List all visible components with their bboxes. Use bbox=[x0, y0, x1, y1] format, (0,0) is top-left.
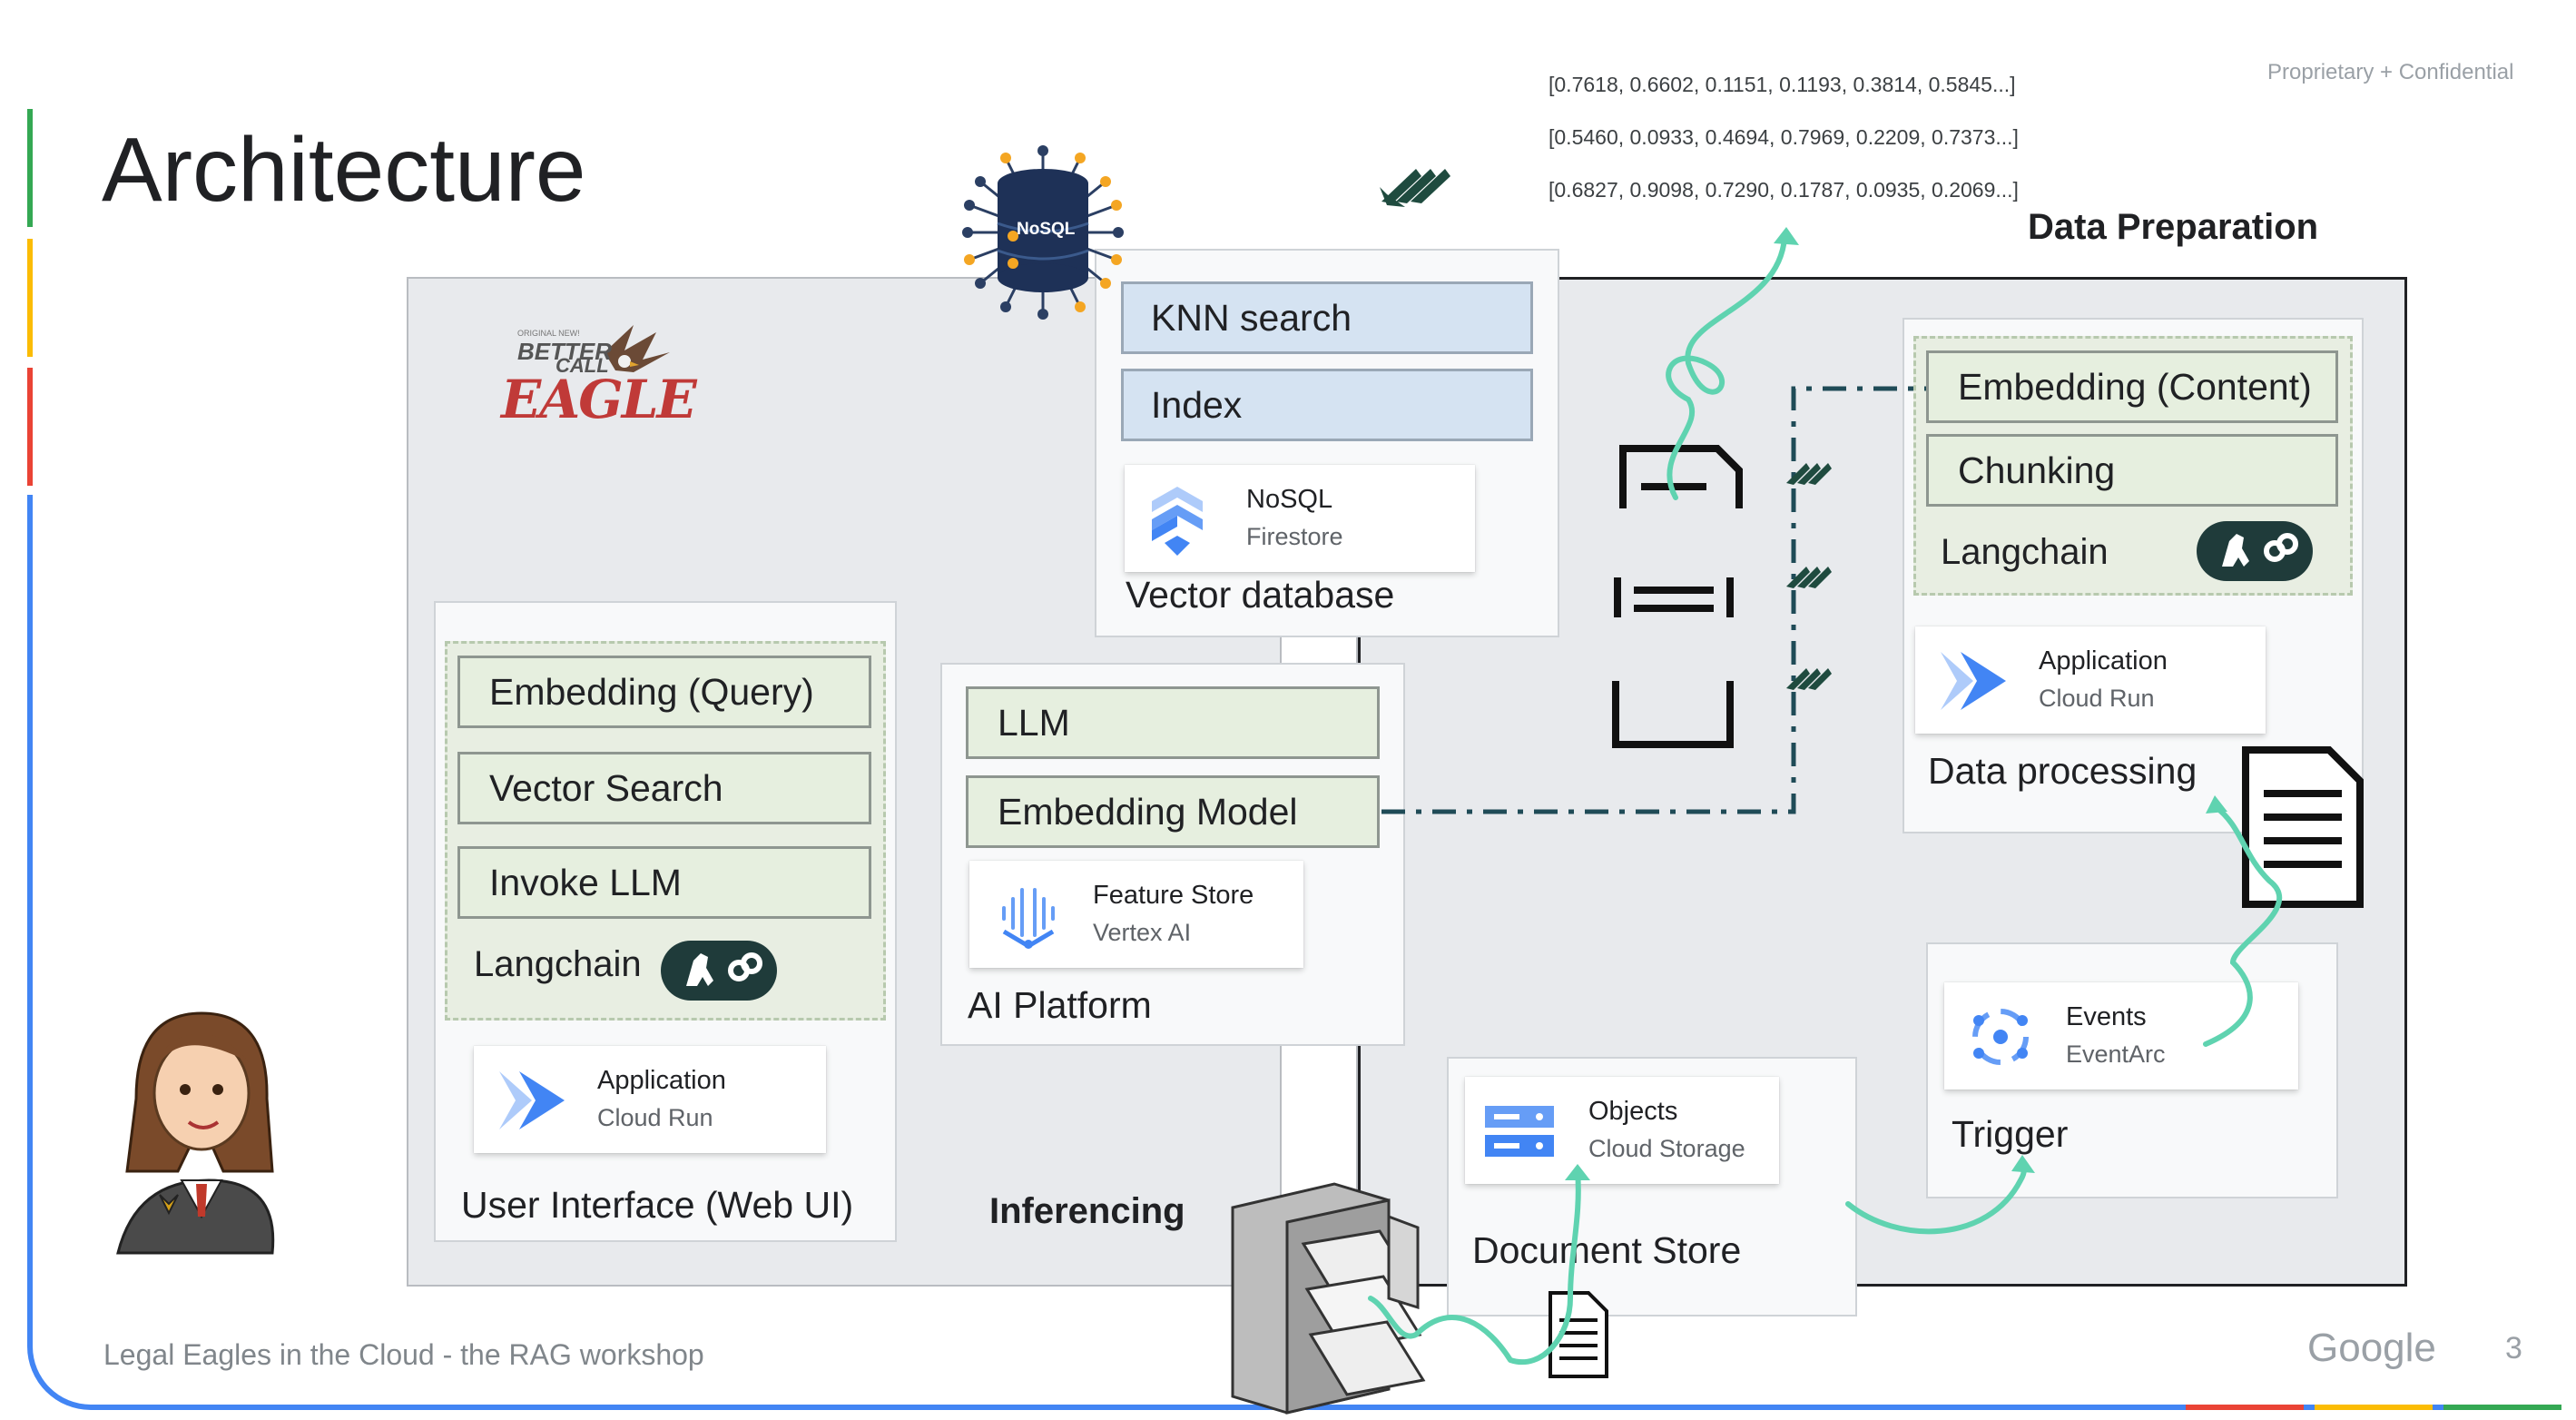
logo-line4: EAGLE bbox=[501, 369, 697, 430]
page-title: Architecture bbox=[102, 119, 586, 221]
langchain-icon bbox=[686, 952, 762, 986]
embedding-content-box: Embedding (Content) bbox=[1926, 350, 2338, 423]
accent-bottom-green bbox=[2443, 1405, 2561, 1410]
langchain-icon bbox=[2222, 533, 2298, 567]
accent-bar-red bbox=[27, 368, 33, 486]
cloud-storage-card: Objects Cloud Storage bbox=[1465, 1077, 1779, 1184]
document-store-label: Document Store bbox=[1472, 1229, 1742, 1271]
chevron-icon bbox=[1380, 169, 1450, 207]
feature-store-title: Feature Store bbox=[1093, 881, 1254, 910]
logo-line3: CALL bbox=[556, 354, 609, 377]
dp-cloud-run-subtitle: Cloud Run bbox=[2039, 685, 2155, 712]
accent-bottom-yellow bbox=[2315, 1405, 2433, 1410]
ui-langchain-pill bbox=[661, 941, 777, 1001]
logo-line2: BETTER bbox=[517, 338, 612, 365]
footer-text: Legal Eagles in the Cloud - the RAG work… bbox=[103, 1338, 704, 1371]
inferencing-label: Inferencing bbox=[989, 1191, 1185, 1231]
data-preparation-label: Data Preparation bbox=[2028, 207, 2319, 247]
chunking-box: Chunking bbox=[1926, 434, 2338, 507]
user-interface-label: User Interface (Web UI) bbox=[461, 1184, 854, 1226]
cloud-run-icon bbox=[1941, 652, 2006, 710]
page-number: 3 bbox=[2505, 1331, 2522, 1366]
better-call-eagle-logo: ORIGINAL NEW! BETTER CALL EAGLE bbox=[497, 316, 697, 430]
cloud-run-icon bbox=[499, 1071, 565, 1129]
feature-store-card: Feature Store Vertex AI bbox=[969, 861, 1303, 968]
vector-line-1: [0.7618, 0.6602, 0.1151, 0.1193, 0.3814,… bbox=[1549, 73, 2016, 96]
dp-cloud-run-card: Application Cloud Run bbox=[1915, 626, 2266, 734]
eventarc-title: Events bbox=[2066, 1002, 2147, 1031]
dp-cloud-run-title: Application bbox=[2039, 646, 2168, 675]
eventarc-subtitle: EventArc bbox=[2066, 1040, 2166, 1068]
llm-box: LLM bbox=[966, 686, 1380, 759]
dp-langchain-label: Langchain bbox=[1941, 532, 2109, 572]
ui-langchain-label: Langchain bbox=[474, 944, 642, 984]
data-processing-label: Data processing bbox=[1928, 750, 2197, 792]
firestore-title: NoSQL bbox=[1246, 485, 1333, 514]
accent-bar-green bbox=[27, 109, 33, 227]
vector-line-2: [0.5460, 0.0933, 0.4694, 0.7969, 0.2209,… bbox=[1549, 125, 2019, 149]
google-logo: Google bbox=[2307, 1326, 2436, 1370]
eventarc-icon bbox=[1972, 1009, 2029, 1065]
arrowhead-up bbox=[1774, 227, 1799, 245]
cloud-storage-subtitle: Cloud Storage bbox=[1588, 1135, 1745, 1162]
cloud-storage-title: Objects bbox=[1588, 1097, 1678, 1126]
index-box: Index bbox=[1121, 369, 1533, 441]
trigger-label: Trigger bbox=[1952, 1113, 2069, 1155]
knn-search-box: KNN search bbox=[1121, 281, 1533, 354]
nosql-badge-text: NoSQL bbox=[1017, 220, 1076, 239]
vector-line-3: [0.6827, 0.9098, 0.7290, 0.1787, 0.0935,… bbox=[1549, 178, 2019, 202]
cloud-storage-icon bbox=[1485, 1106, 1554, 1157]
eventarc-card: Events EventArc bbox=[1944, 982, 2298, 1090]
nosql-database-icon: NoSQL bbox=[959, 145, 1127, 320]
firestore-subtitle: Firestore bbox=[1246, 523, 1343, 550]
firestore-card: NoSQL Firestore bbox=[1125, 465, 1475, 572]
ai-platform-label: AI Platform bbox=[968, 984, 1152, 1026]
accent-bottom-red bbox=[2186, 1405, 2304, 1410]
confidential-label: Proprietary + Confidential bbox=[2267, 60, 2514, 84]
feature-store-subtitle: Vertex AI bbox=[1093, 919, 1192, 946]
embedding-model-box: Embedding Model bbox=[966, 775, 1380, 848]
embedding-query-box: Embedding (Query) bbox=[457, 656, 871, 728]
accent-bar-yellow bbox=[27, 239, 33, 357]
firestore-icon bbox=[1152, 487, 1203, 556]
logo-line1: ORIGINAL NEW! bbox=[517, 329, 580, 338]
invoke-llm-box: Invoke LLM bbox=[457, 846, 871, 919]
vertex-ai-icon bbox=[1002, 888, 1055, 949]
vector-database-label: Vector database bbox=[1126, 574, 1395, 616]
ui-cloud-run-card: Application Cloud Run bbox=[474, 1046, 826, 1153]
ui-cloud-run-title: Application bbox=[597, 1066, 726, 1095]
vector-search-box: Vector Search bbox=[457, 752, 871, 824]
dp-langchain-pill bbox=[2197, 521, 2313, 581]
ui-cloud-run-subtitle: Cloud Run bbox=[597, 1104, 713, 1131]
